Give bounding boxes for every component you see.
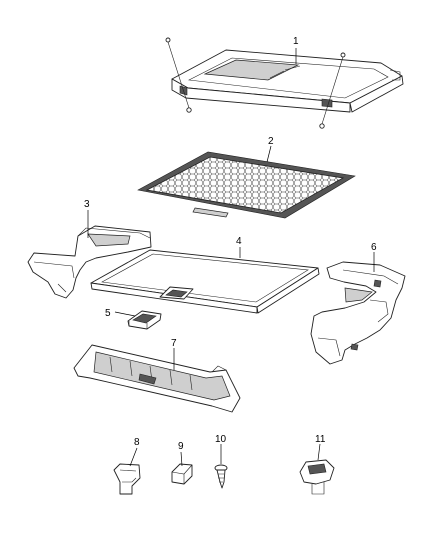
callout-4: 4 (236, 236, 242, 247)
part-8-clip (113, 463, 141, 495)
part-10-screw (214, 464, 228, 489)
part-3-left-trim-panel (27, 225, 152, 299)
part-1-cargo-cover (171, 49, 404, 113)
callout-1: 1 (293, 36, 299, 47)
part-9-fastener (171, 463, 193, 485)
part-6-right-trim-panel (310, 261, 406, 365)
part-5-latch (127, 310, 162, 330)
callout-8: 8 (134, 437, 140, 448)
part-7-sill-trim (73, 344, 241, 413)
callout-2: 2 (268, 136, 274, 147)
part-2-cargo-mat (137, 151, 356, 219)
part-1-screws (165, 37, 346, 129)
callout-6: 6 (371, 242, 377, 253)
callout-7: 7 (171, 338, 177, 349)
leader-lines (87, 48, 375, 467)
part-11-tie-down (299, 459, 335, 495)
part-4-load-floor (90, 249, 320, 314)
callout-5: 5 (105, 308, 111, 319)
callout-10: 10 (215, 434, 227, 445)
callout-3: 3 (84, 199, 90, 210)
callout-9: 9 (178, 441, 184, 452)
callout-11: 11 (315, 434, 326, 445)
